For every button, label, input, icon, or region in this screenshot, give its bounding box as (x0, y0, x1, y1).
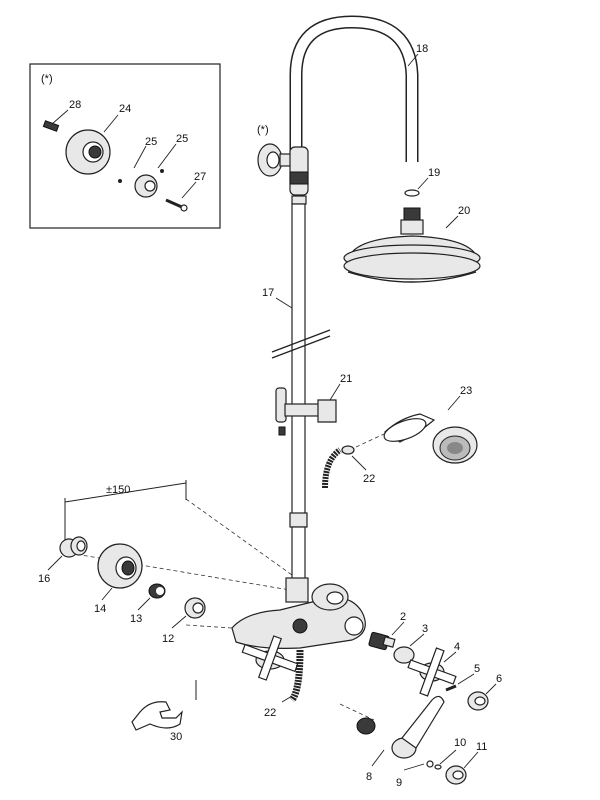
part-label-27: 27 (194, 171, 206, 183)
shroud-sleeve-part (393, 646, 415, 664)
riser-pipe-part (289, 203, 308, 584)
rail-marker: (*) (257, 124, 269, 136)
part-label-11: 11 (476, 741, 487, 753)
o-ring-part (434, 764, 442, 770)
handle-screw-part (445, 684, 457, 692)
part-label-13: 13 (130, 613, 142, 625)
small-dot-part (118, 179, 122, 183)
part-label-6: 6 (496, 673, 502, 685)
part-label-21: 21 (340, 373, 352, 385)
overhead-shower-head-part (343, 207, 481, 283)
part-label-16: 16 (38, 573, 50, 585)
long-screw-part (165, 198, 188, 212)
part-label-18: 18 (416, 43, 428, 55)
gooseneck-arm-part (289, 15, 419, 162)
part-label-2: 2 (400, 611, 406, 623)
part-label-10: 10 (454, 737, 466, 749)
part-label-23: 23 (460, 385, 472, 397)
part-label-3: 3 (422, 623, 428, 635)
part-label-20: 20 (458, 205, 470, 217)
part-label-24: 24 (119, 103, 131, 115)
small-nut-part (148, 583, 166, 599)
part-label-4: 4 (454, 641, 460, 653)
part-label-25a: 25 (145, 136, 157, 148)
mixer-body-part (231, 577, 366, 649)
hand-shower-part (383, 413, 478, 464)
part-label-25b: 25 (176, 133, 188, 145)
right-cross-handle-part (407, 647, 457, 697)
part-label-22-upper: 22 (363, 473, 375, 485)
upper-coupling-part (289, 146, 309, 205)
left-cross-handle-part (241, 635, 299, 681)
dimension-label: ±150 (106, 484, 130, 496)
part-label-12: 12 (162, 633, 174, 645)
part-label-28: 28 (69, 99, 81, 111)
wall-flange-lower-part (97, 543, 143, 589)
threaded-nut-part (134, 174, 158, 198)
small-screw-part (426, 760, 434, 768)
inset-box (29, 63, 221, 229)
part-label-30: 30 (170, 731, 182, 743)
part-label-22-lower: 22 (264, 707, 276, 719)
index-cap-part (467, 691, 489, 711)
diverter-lever-part (339, 695, 445, 759)
slide-holder-part (275, 387, 337, 436)
elbow-connector-part (59, 536, 88, 558)
small-dot-part (160, 169, 164, 173)
wall-screw-part (42, 120, 60, 132)
dimension-mark (64, 480, 187, 540)
valve-cartridge-part (368, 631, 396, 651)
part-label-8: 8 (366, 771, 372, 783)
wall-flange-part (65, 129, 111, 175)
sealing-washer-part (404, 189, 420, 197)
wrench-tool-part (131, 701, 183, 731)
part-label-5: 5 (474, 663, 480, 675)
lever-cap-part (445, 765, 467, 785)
inset-marker: (*) (41, 73, 53, 85)
part-label-17: 17 (262, 287, 274, 299)
eccentric-union-part (184, 597, 206, 619)
shower-hose-part (322, 445, 355, 489)
shower-hose-lower-part (289, 649, 304, 703)
part-label-19: 19 (428, 167, 440, 179)
part-label-9: 9 (396, 777, 402, 789)
part-label-14: 14 (94, 603, 106, 615)
